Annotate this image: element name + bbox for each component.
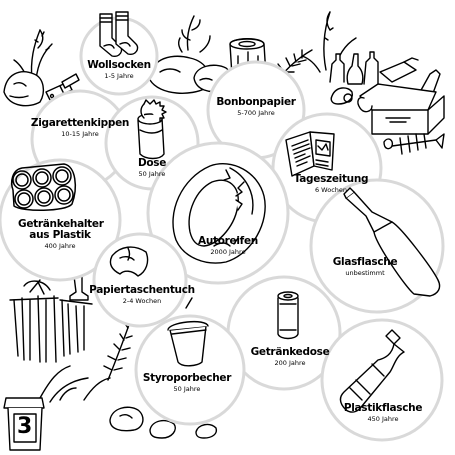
item-time: 2-4 Wochen (122, 297, 162, 305)
item-time: 450 Jahre (367, 415, 399, 423)
newspaper-icon (285, 131, 335, 177)
label-getraenkehalter: Getränkehalter aus Plastik 400 Jahre (10, 218, 110, 251)
tire-icon (172, 163, 266, 264)
item-name: Zigarettenkippen (30, 117, 130, 129)
label-wollsocken: Wollsocken 1-5 Jahre (69, 59, 169, 81)
bin-badge-number: 3 (17, 414, 33, 439)
item-time: 10-15 Jahre (61, 130, 99, 138)
item-name: Glasflasche (332, 256, 398, 268)
foam-cup-icon (167, 297, 209, 367)
trash-bin-icon (3, 397, 45, 451)
item-name: Autoreifen (198, 235, 258, 247)
item-time: 6 Wochen (314, 186, 348, 194)
item-time: 200 Jahre (274, 359, 306, 367)
item-name: Papiertaschentuch (89, 284, 195, 296)
item-name: Dose (137, 157, 167, 169)
tin-can-icon (137, 99, 167, 160)
item-name: Bonbonpapier (216, 96, 296, 108)
stones-icon (109, 406, 218, 439)
item-name: Plastikflasche (343, 402, 423, 414)
label-plastikflasche: Plastikflasche 450 Jahre (328, 402, 438, 424)
label-dose: Dose 50 Jahre (112, 157, 192, 179)
item-name: Tageszeitung (293, 173, 369, 185)
item-time: 400 Jahre (44, 242, 76, 250)
item-name: Getränkehalter aus Plastik (18, 218, 104, 241)
label-papiertaschentuch: Papiertaschentuch 2-4 Wochen (87, 284, 197, 306)
plant-icon (177, 15, 211, 53)
glass-bottle-icon (343, 187, 441, 297)
label-zigarettenkippen: Zigarettenkippen 10-15 Jahre (25, 117, 135, 139)
plastic-bottle-icon (339, 329, 405, 413)
rock-icon (3, 71, 45, 107)
item-name: Getränkedose (250, 346, 330, 358)
item-time: 50 Jahre (138, 170, 166, 178)
label-glasflasche: Glasflasche unbestimmt (320, 256, 410, 278)
item-name: Styroporbecher (142, 372, 232, 384)
socks-icon (99, 11, 139, 58)
item-time: 2000 Jahre (210, 248, 246, 256)
label-autoreifen: Autoreifen 2000 Jahre (188, 235, 268, 257)
six-pack-rings-icon (10, 163, 77, 211)
fern-icon (103, 315, 133, 381)
item-circle-getraenkehalter (0, 158, 122, 282)
item-time: 50 Jahre (173, 385, 201, 393)
label-bonbonpapier: Bonbonpapier 5-700 Jahre (206, 96, 306, 118)
item-name: Wollsocken (87, 59, 151, 71)
plants-icon (39, 365, 111, 403)
label-tageszeitung: Tageszeitung 6 Wochen (276, 173, 386, 195)
tissue-icon (109, 246, 149, 277)
fish-skeleton-icon (383, 133, 445, 155)
item-time: 5-700 Jahre (237, 109, 275, 117)
soda-can-icon (277, 291, 299, 340)
item-time: 1-5 Jahre (104, 72, 134, 80)
label-styroporbecher: Styroporbecher 50 Jahre (132, 372, 242, 394)
label-getraenkedose: Getränkedose 200 Jahre (240, 346, 340, 368)
item-time: unbestimmt (345, 269, 385, 277)
item-circle-styroporbecher (134, 314, 246, 426)
trash-pile-icon (9, 275, 93, 363)
reed-plant-icon (301, 11, 357, 73)
bottles-crate-icon (329, 51, 445, 135)
